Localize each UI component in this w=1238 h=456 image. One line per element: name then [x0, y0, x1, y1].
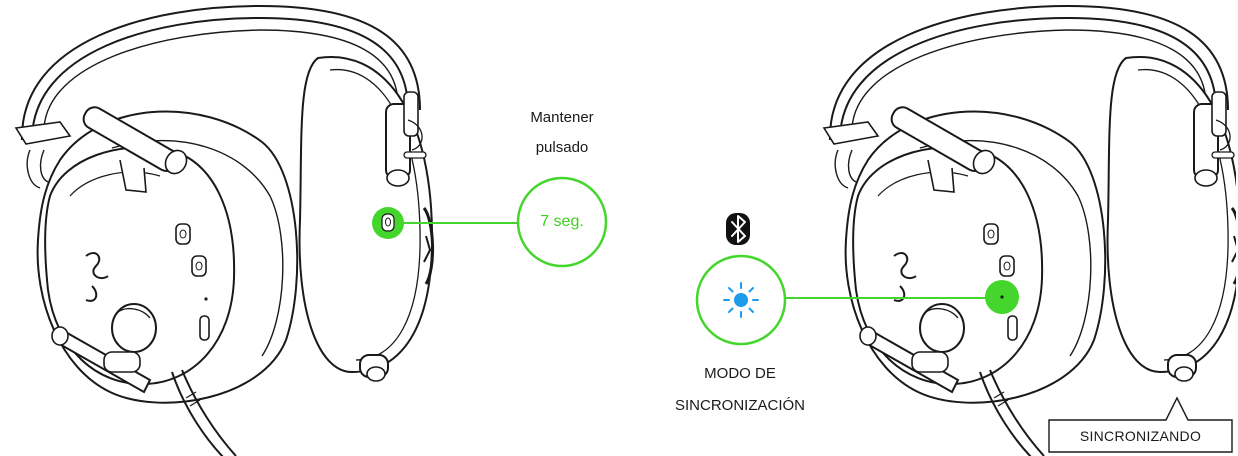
headset-left — [14, 4, 435, 456]
instruction-line2: pulsado — [535, 139, 589, 156]
headset-right — [822, 4, 1238, 456]
status-label: SINCRONIZANDO — [1079, 428, 1202, 444]
mode-label-line2: SINCRONIZACIÓN — [674, 397, 805, 414]
mode-label-line1: MODO DE — [704, 365, 776, 382]
timer-label: 7 seg. — [540, 213, 584, 230]
led-blink-icon — [723, 282, 759, 318]
instruction-line1: Mantener — [530, 109, 594, 126]
timer-circle — [516, 176, 608, 268]
bluetooth-icon — [726, 213, 750, 245]
status-callout — [1048, 396, 1233, 453]
